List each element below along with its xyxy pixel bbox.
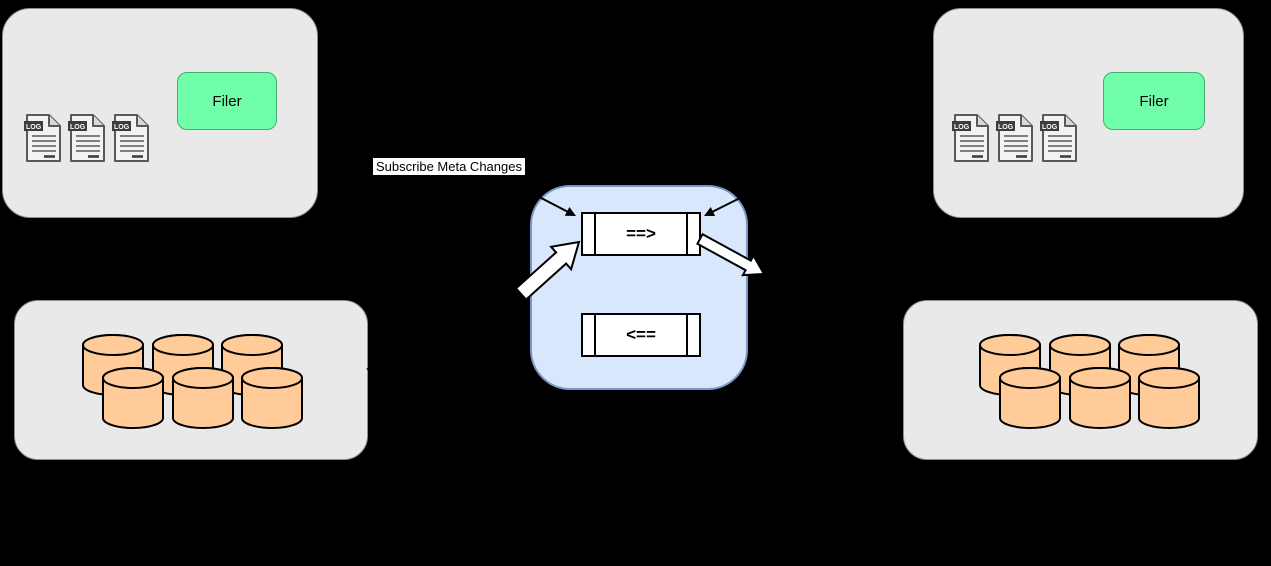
queue-forward-label: ==> <box>626 224 656 243</box>
queue-backward-label: <== <box>626 325 656 344</box>
log-badge-text: LOG <box>70 124 86 131</box>
database-cylinder-icon <box>999 367 1061 429</box>
log-file-icon: LOG <box>1040 114 1077 162</box>
filer-node-right: Filer <box>1103 72 1205 130</box>
message-queue-panel: ==> <== <box>530 185 748 390</box>
log-badge-text: LOG <box>954 124 970 131</box>
log-file-icon: LOG <box>952 114 989 162</box>
arrowhead-into-volume-panel <box>366 362 380 376</box>
filer-cluster-panel-right: LOG LOG LOG Filer <box>933 8 1244 218</box>
database-cylinder-icon <box>1069 367 1131 429</box>
database-cylinder-icon <box>1138 367 1200 429</box>
volume-servers-panel-left <box>14 300 368 460</box>
log-badge-text: LOG <box>26 124 42 131</box>
filer-node-left: Filer <box>177 72 277 130</box>
log-badge-text: LOG <box>998 124 1014 131</box>
log-badge-text: LOG <box>1042 124 1058 131</box>
volume-servers-panel-right <box>903 300 1258 460</box>
log-badge-text: LOG <box>114 124 130 131</box>
filer-label-right: Filer <box>1139 92 1169 110</box>
database-cylinder-icon <box>172 367 234 429</box>
log-file-icon: LOG <box>68 114 105 162</box>
database-cylinder-icon <box>241 367 303 429</box>
queue-backward-box: <== <box>581 313 701 357</box>
queue-forward-box: ==> <box>581 212 701 256</box>
filer-cluster-panel-left: LOG LOG LOG Filer <box>2 8 318 218</box>
log-file-icon: LOG <box>24 114 61 162</box>
database-cylinder-icon <box>102 367 164 429</box>
log-file-icon: LOG <box>112 114 149 162</box>
filer-label-left: Filer <box>212 92 242 110</box>
log-file-icon: LOG <box>996 114 1033 162</box>
subscribe-meta-changes-label: Subscribe Meta Changes <box>373 158 525 175</box>
